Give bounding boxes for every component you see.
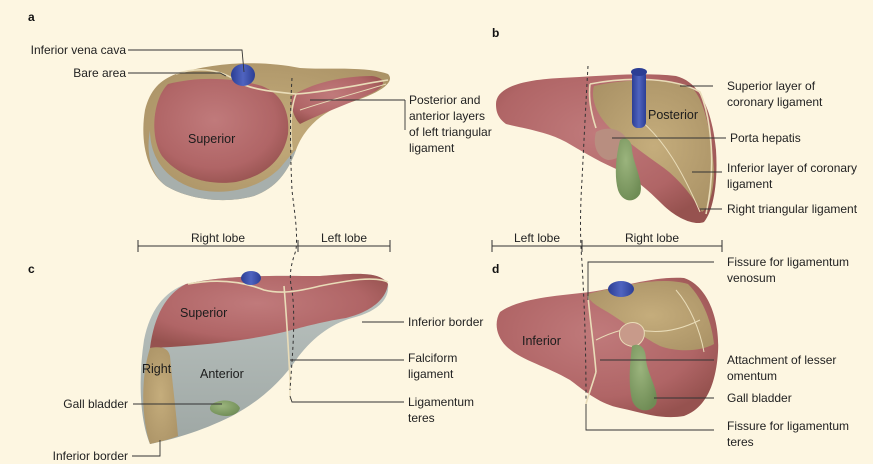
panel-b-illustration xyxy=(496,68,717,223)
label-teres-fissure-line2: teres xyxy=(727,435,754,449)
inferior-vena-cava-a xyxy=(231,64,255,86)
label-teres-line1: Ligamentum xyxy=(408,395,474,409)
label-superior-a: Superior xyxy=(188,132,235,146)
label-teres-fissure-line1: Fissure for ligamentum xyxy=(727,419,849,433)
porta-hepatis-d xyxy=(619,323,644,347)
label-superior-coronary-line1: Superior layer of xyxy=(727,79,816,93)
label-lesser-omentum-line1: Attachment of lesser xyxy=(727,353,836,367)
label-right-c: Right xyxy=(142,362,172,376)
label-inferior-d: Inferior xyxy=(522,334,561,348)
liver-a-superior-surface xyxy=(154,79,288,183)
label-left-triangular-line1: Posterior and xyxy=(409,93,480,107)
inferior-vena-cava-c xyxy=(241,271,261,285)
panel-a-illustration xyxy=(143,63,390,200)
label-anterior: Anterior xyxy=(200,367,244,381)
label-left-triangular-line4: ligament xyxy=(409,141,455,155)
label-teres-line2: teres xyxy=(408,411,435,425)
label-venosum-line1: Fissure for ligamentum xyxy=(727,255,849,269)
inferior-vena-cava-b-top xyxy=(631,68,647,76)
label-left-triangular-line2: anterior layers xyxy=(409,109,485,123)
panel-c-illustration xyxy=(141,271,389,444)
label-inferior-coronary-line2: ligament xyxy=(727,177,773,191)
label-gall-bladder-d: Gall bladder xyxy=(727,391,792,405)
label-falciform-line2: ligament xyxy=(408,367,454,381)
label-right-lobe-top: Right lobe xyxy=(191,231,245,245)
label-porta-hepatis: Porta hepatis xyxy=(730,131,801,145)
inferior-vena-cava-b xyxy=(632,70,646,128)
label-lesser-omentum-line2: omentum xyxy=(727,369,777,383)
panel-label-a: a xyxy=(28,10,35,24)
label-superior-coronary-line2: coronary ligament xyxy=(727,95,823,109)
panel-label-b: b xyxy=(492,26,499,40)
panel-label-d: d xyxy=(492,262,499,276)
label-bare-area: Bare area xyxy=(73,66,126,80)
label-venosum-line2: venosum xyxy=(727,271,776,285)
label-right-lobe-bottom: Right lobe xyxy=(625,231,679,245)
label-posterior: Posterior xyxy=(648,108,698,122)
label-inferior-border-right: Inferior border xyxy=(408,315,483,329)
inferior-vena-cava-d xyxy=(608,281,634,297)
label-left-lobe-top: Left lobe xyxy=(321,231,367,245)
label-gall-bladder-c: Gall bladder xyxy=(63,397,128,411)
label-left-lobe-bottom: Left lobe xyxy=(514,231,560,245)
label-inferior-vena-cava: Inferior vena cava xyxy=(31,43,127,57)
label-superior-c: Superior xyxy=(180,306,227,320)
label-left-triangular-line3: of left triangular xyxy=(409,125,492,139)
label-right-triangular: Right triangular ligament xyxy=(727,202,858,216)
label-falciform-line1: Falciform xyxy=(408,351,457,365)
label-inferior-border-left: Inferior border xyxy=(53,449,128,463)
label-inferior-coronary-line1: Inferior layer of coronary xyxy=(727,161,857,175)
panel-label-c: c xyxy=(28,262,35,276)
